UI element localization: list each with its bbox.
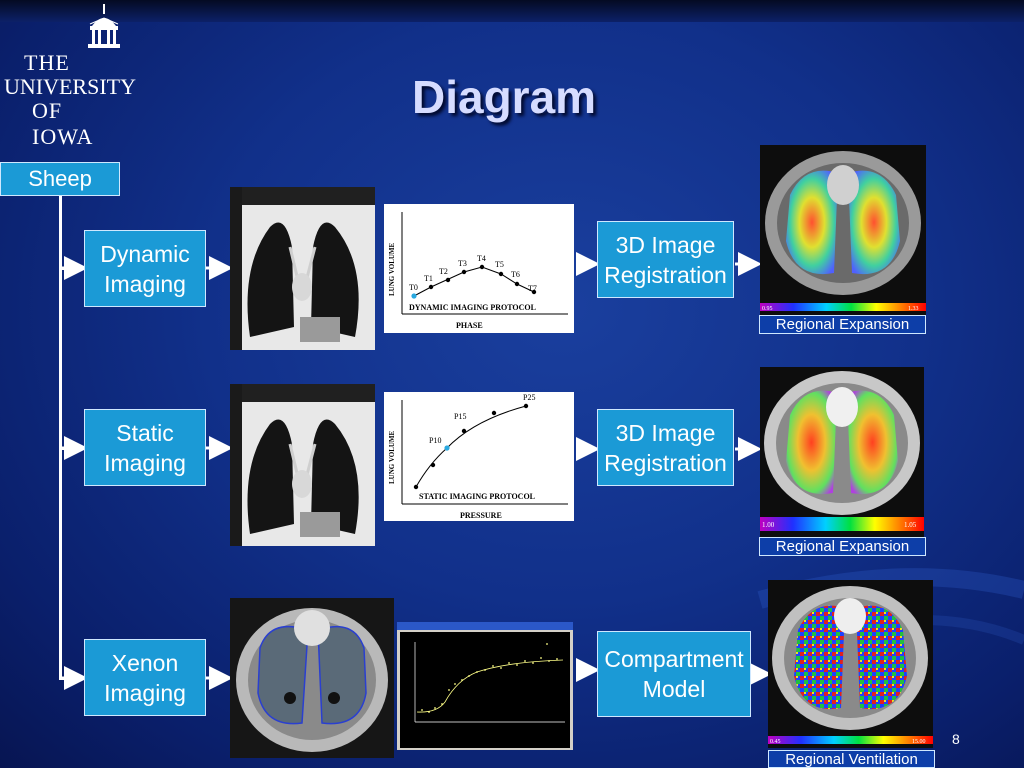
regional-ventilation-label: Regional Ventilation <box>768 750 935 768</box>
static-plot-caption: STATIC IMAGING PROTOCOL <box>419 492 535 501</box>
dynamic-tick-t0: T0 <box>409 283 418 292</box>
dynamic-plot-ylabel: LUNG VOLUME <box>388 242 396 296</box>
dynamic-imaging-line2: Imaging <box>104 270 186 297</box>
static-plot-ylabel: LUNG VOLUME <box>388 430 396 484</box>
static-point-p15 <box>461 428 467 434</box>
static-point-p10 <box>444 445 450 451</box>
regional-expansion-map-dynamic: 0.95 1.33 <box>760 145 926 315</box>
static-imaging-box: Static Imaging <box>84 409 206 486</box>
regional-expansion-label-static: Regional Expansion <box>759 537 926 556</box>
xenon-imaging-box: Xenon Imaging <box>84 639 206 716</box>
static-imaging-line2: Imaging <box>104 449 186 476</box>
sheep-label: Sheep <box>28 166 92 191</box>
dynamic-tick-t7: T7 <box>528 284 537 293</box>
compartment-model-line2: Model <box>642 676 706 702</box>
xenon-plot-svg <box>400 632 570 748</box>
registration-box-dynamic: 3D Image Registration <box>597 221 734 298</box>
dynamic-point-t3 <box>461 269 467 275</box>
static-tick-p15: P15 <box>454 412 466 421</box>
dynamic-point-t4 <box>479 264 485 270</box>
xenon-imaging-line2: Imaging <box>104 679 186 706</box>
dynamic-tick-t1: T1 <box>424 274 433 283</box>
xenon-plot-titlebar <box>397 622 573 630</box>
compartment-model-box: Compartment Model <box>597 631 751 717</box>
dynamic-point-t2 <box>445 277 451 283</box>
ventilation-colorbar <box>768 736 933 744</box>
dynamic-point-t7 <box>531 289 537 295</box>
dynamic-tick-t4: T4 <box>477 254 486 263</box>
static-tick-p25: P25 <box>523 393 535 402</box>
registration-static-line2: Registration <box>604 449 727 476</box>
xenon-washin-plot-window <box>397 622 573 750</box>
static-point-4 <box>491 410 497 416</box>
static-plot-svg: P10 P15 P25 STATIC IMAGING PROTOCOL PRES… <box>388 393 568 520</box>
static-point-p25 <box>523 403 529 409</box>
registration-dynamic-line1: 3D Image <box>615 231 716 258</box>
compartment-model-line1: Compartment <box>604 646 744 672</box>
dynamic-tick-t2: T2 <box>439 267 448 276</box>
dynamic-plot-svg: T0 T1 T2 T3 T4 T5 T6 T7 DYNAMIC IMAGING … <box>388 212 568 330</box>
old-capitol-icon <box>88 4 120 48</box>
static-imaging-line1: Static <box>116 419 174 446</box>
regional-expansion-map-static: 1.00 1.05 <box>760 367 924 537</box>
expansion-colorbar-static <box>760 517 924 531</box>
page-number: 8 <box>952 731 960 747</box>
static-point-1 <box>413 484 419 490</box>
dynamic-point-t1 <box>428 284 434 290</box>
logo-line-1: THE <box>24 50 70 75</box>
scale-max-static: 1.05 <box>904 521 917 529</box>
dynamic-imaging-box: Dynamic Imaging <box>84 230 206 307</box>
static-plot-xlabel: PRESSURE <box>460 511 502 520</box>
dynamic-point-t0 <box>411 293 417 299</box>
dynamic-protocol-plot: T0 T1 T2 T3 T4 T5 T6 T7 DYNAMIC IMAGING … <box>384 204 574 333</box>
scale-min-ventilation: 0.45 <box>770 739 781 745</box>
dynamic-plot-xlabel: PHASE <box>456 321 483 330</box>
ct-coronal-dynamic-image <box>230 187 375 350</box>
dynamic-point-t6 <box>514 281 520 287</box>
dynamic-tick-t3: T3 <box>458 259 467 268</box>
static-point-2 <box>430 462 436 468</box>
trunk-line <box>59 196 62 680</box>
scale-min-static: 1.00 <box>762 521 775 529</box>
ct-axial-xenon-image <box>230 598 394 758</box>
sheep-box: Sheep <box>0 162 120 196</box>
ct-coronal-static-image <box>230 384 375 546</box>
dynamic-point-t5 <box>498 271 504 277</box>
regional-ventilation-map: 0.45 15.00 <box>768 580 933 748</box>
expansion-colorbar-dynamic <box>760 303 926 311</box>
university-logo: THE UNIVERSITY OF IOWA <box>4 2 136 149</box>
top-band <box>0 0 1024 22</box>
static-tick-p10: P10 <box>429 436 441 445</box>
xenon-fit-curve <box>416 659 564 713</box>
static-protocol-plot: P10 P15 P25 STATIC IMAGING PROTOCOL PRES… <box>384 392 574 521</box>
registration-static-line1: 3D Image <box>615 419 716 446</box>
registration-dynamic-line2: Registration <box>604 261 727 288</box>
dynamic-tick-t5: T5 <box>495 260 504 269</box>
logo-line-3: OF IOWA <box>32 98 94 149</box>
xenon-sample-points <box>421 643 558 713</box>
scale-min-dynamic: 0.95 <box>762 306 773 312</box>
xenon-imaging-line1: Xenon <box>111 649 179 676</box>
scale-max-dynamic: 1.33 <box>908 306 919 312</box>
regional-expansion-label-dynamic: Regional Expansion <box>759 315 926 334</box>
scale-max-ventilation: 15.00 <box>912 739 926 745</box>
slide-title: Diagram <box>412 71 597 123</box>
dynamic-tick-t6: T6 <box>511 270 520 279</box>
dynamic-imaging-line1: Dynamic <box>100 240 190 267</box>
dynamic-plot-caption: DYNAMIC IMAGING PROTOCOL <box>409 303 536 312</box>
static-volume-curve <box>415 405 527 488</box>
logo-line-2: UNIVERSITY <box>4 74 136 99</box>
registration-box-static: 3D Image Registration <box>597 409 734 486</box>
